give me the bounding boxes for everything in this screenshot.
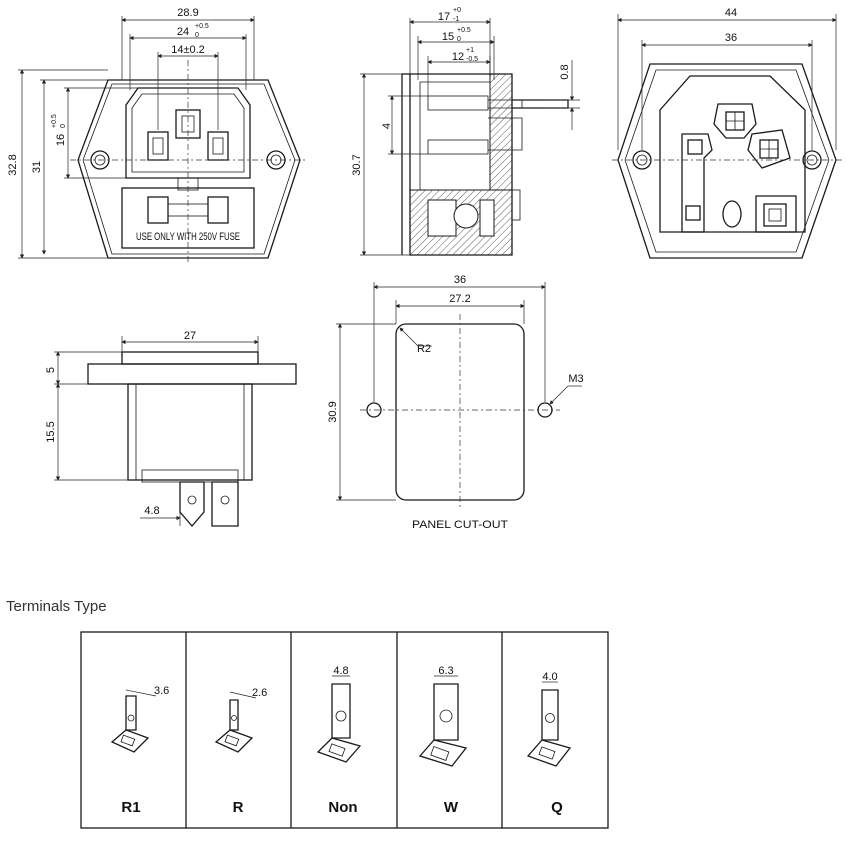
terminal-w: 6.3 W xyxy=(418,665,468,816)
dim-panel-272: 27.2 xyxy=(449,293,470,305)
dim-side-15-tol2: 0 xyxy=(457,36,461,43)
terminal-non-dim: 4.8 xyxy=(333,665,348,677)
dim-panel-r2: R2 xyxy=(417,343,431,355)
dim-side-15-tol: +0.5 xyxy=(457,27,471,34)
panel-cutout: 36 27.2 30.9 R2 M3 PANEL CUT-OUT xyxy=(327,274,584,531)
terminal-q: 4.0 Q xyxy=(526,671,572,816)
terminal-non: 4.8 Non xyxy=(316,665,362,816)
dim-side-17: 17 xyxy=(438,11,450,23)
front-view: USE ONLY WITH 250V FUSE 28.9 24 +0.5 0 1… xyxy=(7,7,305,265)
dim-panel-36: 36 xyxy=(454,274,466,286)
dim-rear-44: 44 xyxy=(725,7,737,19)
dim-inner-width: 24 xyxy=(177,26,189,38)
terminal-q-dim: 4.0 xyxy=(542,671,557,683)
dim-side-17-tol: +0 xyxy=(453,7,461,14)
dim-overall-width: 28.9 xyxy=(177,7,198,19)
dim-inner-width-tol2: 0 xyxy=(195,32,199,39)
dim-side-307: 30.7 xyxy=(351,154,363,175)
dim-side-12-tol: +1 xyxy=(466,47,474,54)
terminal-r1-label: R1 xyxy=(121,799,140,816)
terminal-w-dim: 6.3 xyxy=(438,665,453,677)
dim-panel-m3: M3 xyxy=(568,373,583,385)
rear-view: 44 36 xyxy=(612,7,845,259)
terminal-r-dim: 2.6 xyxy=(252,687,267,699)
terminal-r: 2.6 R xyxy=(214,687,267,816)
dim-side-4: 4 xyxy=(381,123,393,129)
dim-panel-309: 30.9 xyxy=(327,401,339,422)
terminals-table xyxy=(80,631,609,829)
terminal-non-label: Non xyxy=(328,799,357,816)
terminal-q-label: Q xyxy=(551,799,563,816)
dim-pin-span: 14±0.2 xyxy=(171,44,205,56)
side-view: 17 +0 -1 15 +0.5 0 12 +1 -0.5 0.8 4 30.7 xyxy=(351,7,580,256)
terminal-r1-dim: 3.6 xyxy=(154,685,169,697)
dim-socket-height: 16 xyxy=(55,134,67,146)
dim-bottom-5: 5 xyxy=(45,367,57,373)
dim-side-12: 12 xyxy=(452,51,464,63)
terminal-r1: 3.6 R1 xyxy=(110,685,169,816)
dim-side-17-tol2: -1 xyxy=(453,16,459,23)
dim-side-08: 0.8 xyxy=(559,64,571,79)
terminal-w-label: W xyxy=(444,799,459,816)
dim-bottom-27: 27 xyxy=(184,330,196,342)
dim-bottom-48: 4.8 xyxy=(144,505,159,517)
dim-side-12-tol2: -0.5 xyxy=(466,56,478,63)
terminals-title: Terminals Type xyxy=(6,598,107,615)
dim-body-height: 31 xyxy=(31,161,43,173)
dim-socket-height-tol: +0.5 xyxy=(51,114,58,128)
bottom-view: 27 5 15.5 4.8 xyxy=(45,330,297,527)
dim-bottom-155: 15.5 xyxy=(45,421,57,442)
dim-side-15: 15 xyxy=(442,31,454,43)
dim-inner-width-tol: +0.5 xyxy=(195,23,209,30)
panel-cutout-caption: PANEL CUT-OUT xyxy=(412,519,508,531)
terminal-r-label: R xyxy=(233,799,244,816)
dim-socket-height-tol2: 0 xyxy=(60,124,67,128)
dim-overall-height: 32.8 xyxy=(7,154,19,175)
dim-rear-36: 36 xyxy=(725,32,737,44)
